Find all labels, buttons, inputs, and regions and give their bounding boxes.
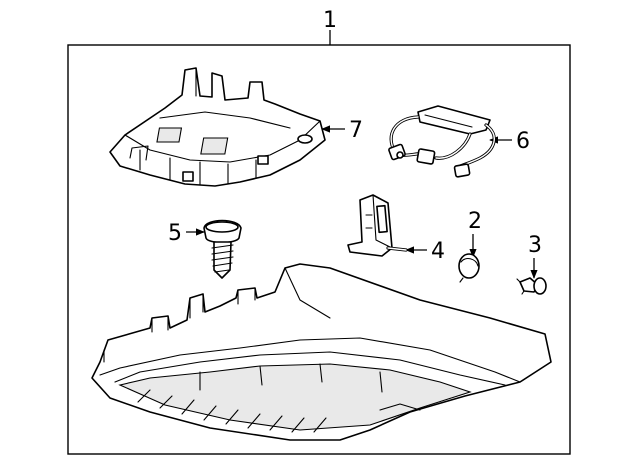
callout-2: 2 xyxy=(468,209,482,234)
callout-7: 7 xyxy=(349,118,363,143)
assembly-frame xyxy=(67,44,571,455)
callout-1: 1 xyxy=(323,8,337,33)
part-7-console-bracket xyxy=(109,67,326,187)
callout-5: 5 xyxy=(168,221,182,246)
callout-3: 3 xyxy=(528,233,542,258)
part-2-clip xyxy=(458,253,480,283)
callout-6: 6 xyxy=(516,129,530,154)
callout-4: 4 xyxy=(431,239,445,264)
part-1-console-housing xyxy=(91,263,552,441)
part-4-sensor-bracket xyxy=(347,194,408,257)
part-3-bulb xyxy=(516,277,547,295)
part-6-wiring-harness xyxy=(388,105,496,178)
part-5-screw xyxy=(203,219,242,279)
